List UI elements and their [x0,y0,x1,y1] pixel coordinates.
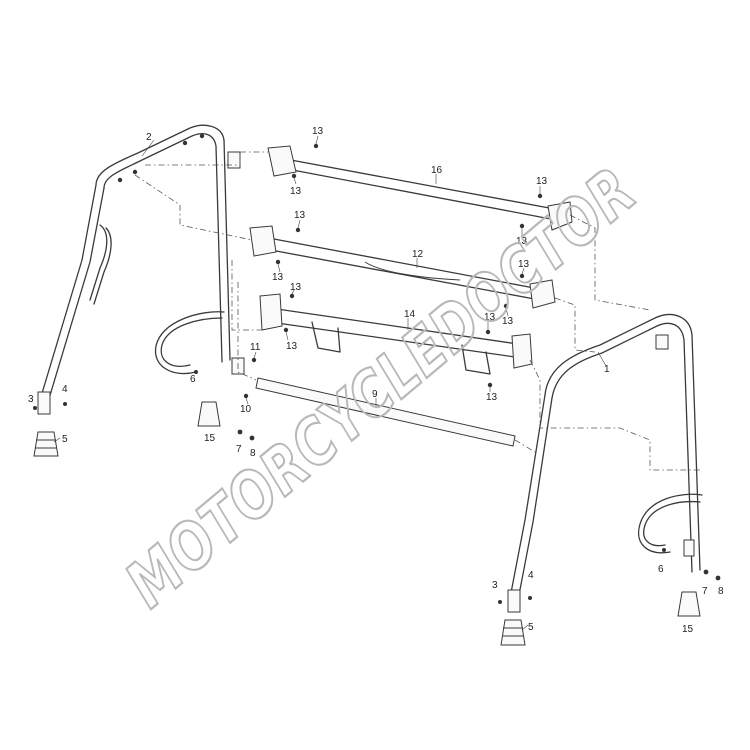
seat-support-bar [259,293,533,375]
callout-13: 13 [518,259,530,270]
callout-3: 3 [492,580,498,591]
callout-15: 15 [204,433,216,444]
callout-16: 16 [431,165,443,176]
callout-7: 7 [236,444,242,455]
bump-stop-rear [197,401,221,427]
callout-4: 4 [62,384,68,395]
callout-7: 7 [702,586,708,597]
callout-13: 13 [486,392,498,403]
rubber-foot-left [33,431,59,457]
callout-2: 2 [146,132,152,143]
callout-3: 3 [28,394,34,405]
upper-cross-bar [267,145,573,231]
callout-13: 13 [312,126,324,137]
callout-13: 13 [516,236,528,247]
callout-6: 6 [658,564,664,575]
leader-lines [53,135,607,631]
callout-13: 13 [286,341,298,352]
callout-9: 9 [372,389,378,400]
callout-5: 5 [528,622,534,633]
middle-cross-bar [249,225,556,309]
callout-15: 15 [682,624,694,635]
callout-13: 13 [294,210,306,221]
callout-8: 8 [250,448,256,459]
callout-10: 10 [240,404,252,415]
watermark-text: MOTORCYCLEDOCTOR [113,154,651,622]
alignment-guides [134,151,700,471]
callout-6: 6 [190,374,196,385]
callout-14: 14 [404,309,416,320]
callout-labels: 1 2 3 3 4 4 5 5 6 6 7 7 8 8 9 10 11 12 1… [28,126,724,635]
rubber-foot-front [500,619,526,646]
lower-trim-strip [255,377,516,447]
callout-13: 13 [536,176,548,187]
callout-13: 13 [272,272,284,283]
rear-roll-cage-frame [37,124,245,415]
callout-5: 5 [62,434,68,445]
bump-stop-front [677,591,701,617]
callout-1: 1 [604,364,610,375]
callout-11: 11 [250,342,261,353]
callout-13: 13 [290,282,302,293]
callout-8: 8 [718,586,724,597]
front-roll-cage-frame [507,313,703,613]
callout-4: 4 [528,570,534,581]
callout-13: 13 [484,312,496,323]
callout-13: 13 [502,316,514,327]
watermark: MOTORCYCLEDOCTOR [112,153,652,623]
callout-13: 13 [290,186,302,197]
fasteners [33,133,721,604]
callout-12: 12 [412,249,424,260]
